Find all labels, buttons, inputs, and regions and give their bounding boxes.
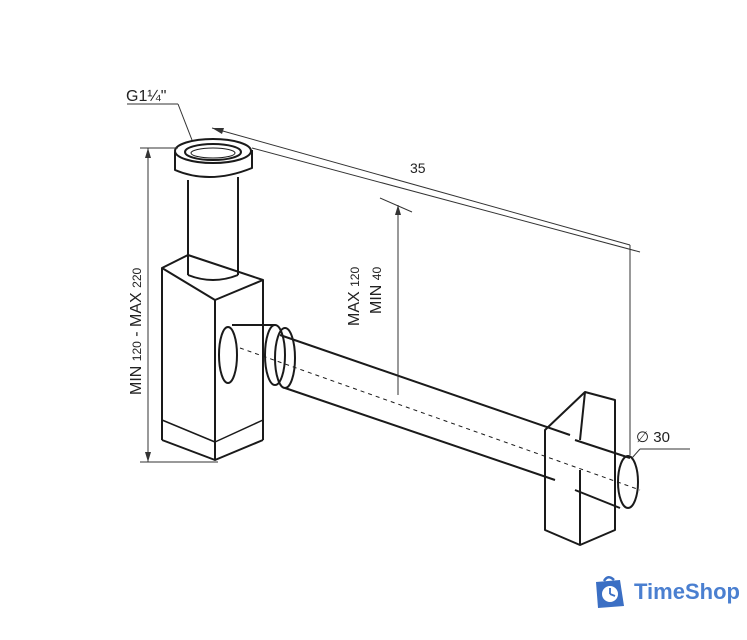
outlet-max-label: MAX 120 (346, 267, 364, 326)
timeshop-logo: TimeShop (590, 572, 740, 612)
clock-bag-icon (596, 576, 624, 608)
end-pipe (574, 439, 639, 509)
length-label: 35 (410, 160, 426, 176)
height-label: MIN 120 - MAX 220 (128, 268, 146, 395)
height-max-prefix: - MAX (128, 292, 145, 337)
vertical-pipe (187, 177, 239, 281)
height-min-prefix: MIN (128, 365, 145, 395)
thread-label: G1¼" (126, 88, 167, 105)
diameter-label: ∅ 30 (636, 429, 670, 446)
top-nut (174, 138, 253, 178)
wall-flange (544, 391, 616, 546)
outlet-min-label: MIN 40 (368, 267, 386, 314)
logo-text: TimeShop (634, 579, 740, 604)
outlet-min-value: 40 (370, 266, 384, 281)
height-min-value: 120 (130, 341, 144, 362)
bottle-body (161, 254, 264, 461)
length-dimension-line (211, 127, 631, 246)
outlet-max-prefix: MAX (346, 291, 363, 326)
outlet-max-value: 120 (348, 266, 362, 287)
outlet-pipe (232, 324, 641, 491)
outlet-min-prefix: MIN (368, 284, 385, 314)
height-max-value: 220 (130, 267, 144, 288)
